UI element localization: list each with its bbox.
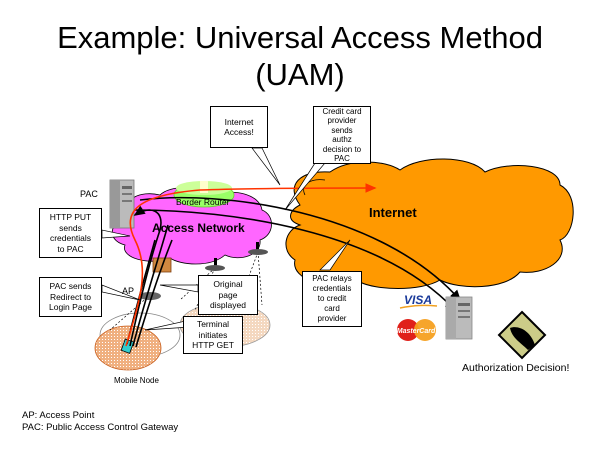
internet-cloud [285, 158, 574, 289]
legend-pac: PAC: Public Access Control Gateway [22, 422, 179, 433]
slide-title-line2: (UAM) [255, 57, 345, 92]
slide-title-line1: Example: Universal Access Method [57, 20, 543, 55]
ap-label: AP [122, 286, 135, 296]
access-network-cloud [112, 187, 272, 265]
border-router-label: Border Router [176, 197, 230, 207]
pac-server-icon [109, 179, 135, 229]
visa-logo: VISA [399, 293, 438, 309]
callout-pointers [101, 147, 351, 331]
svg-text:MasterCard: MasterCard [397, 328, 436, 335]
access-point-icon [139, 292, 161, 300]
callout-terminal-get: Terminal initiates HTTP GET [183, 316, 243, 354]
pac-label: PAC [80, 189, 98, 199]
callout-credit-card-provider: Credit card provider sends authz decisio… [313, 106, 371, 164]
callout-http-put: HTTP PUT sends credentials to PAC [39, 208, 102, 258]
callout-pac-relays: PAC relays credentials to credit card pr… [302, 271, 362, 327]
authorization-label: Authorization Decision! [462, 362, 570, 374]
mobile-node-label: Mobile Node [114, 376, 159, 385]
authorization-icon [497, 310, 547, 360]
hub-icon [205, 242, 268, 271]
card-provider-server-icon [445, 296, 473, 340]
callout-internet-access: Internet Access! [210, 106, 268, 148]
svg-text:VISA: VISA [404, 293, 432, 307]
callout-pac-redirect: PAC sends Redirect to Login Page [39, 277, 102, 317]
callout-original-page: Original page displayed [198, 275, 258, 315]
flow-lines [126, 196, 462, 348]
legend-ap: AP: Access Point [22, 410, 95, 421]
internet-label: Internet [369, 205, 417, 220]
mastercard-logo: MasterCard [397, 319, 436, 341]
access-network-label: Access Network [152, 221, 245, 235]
